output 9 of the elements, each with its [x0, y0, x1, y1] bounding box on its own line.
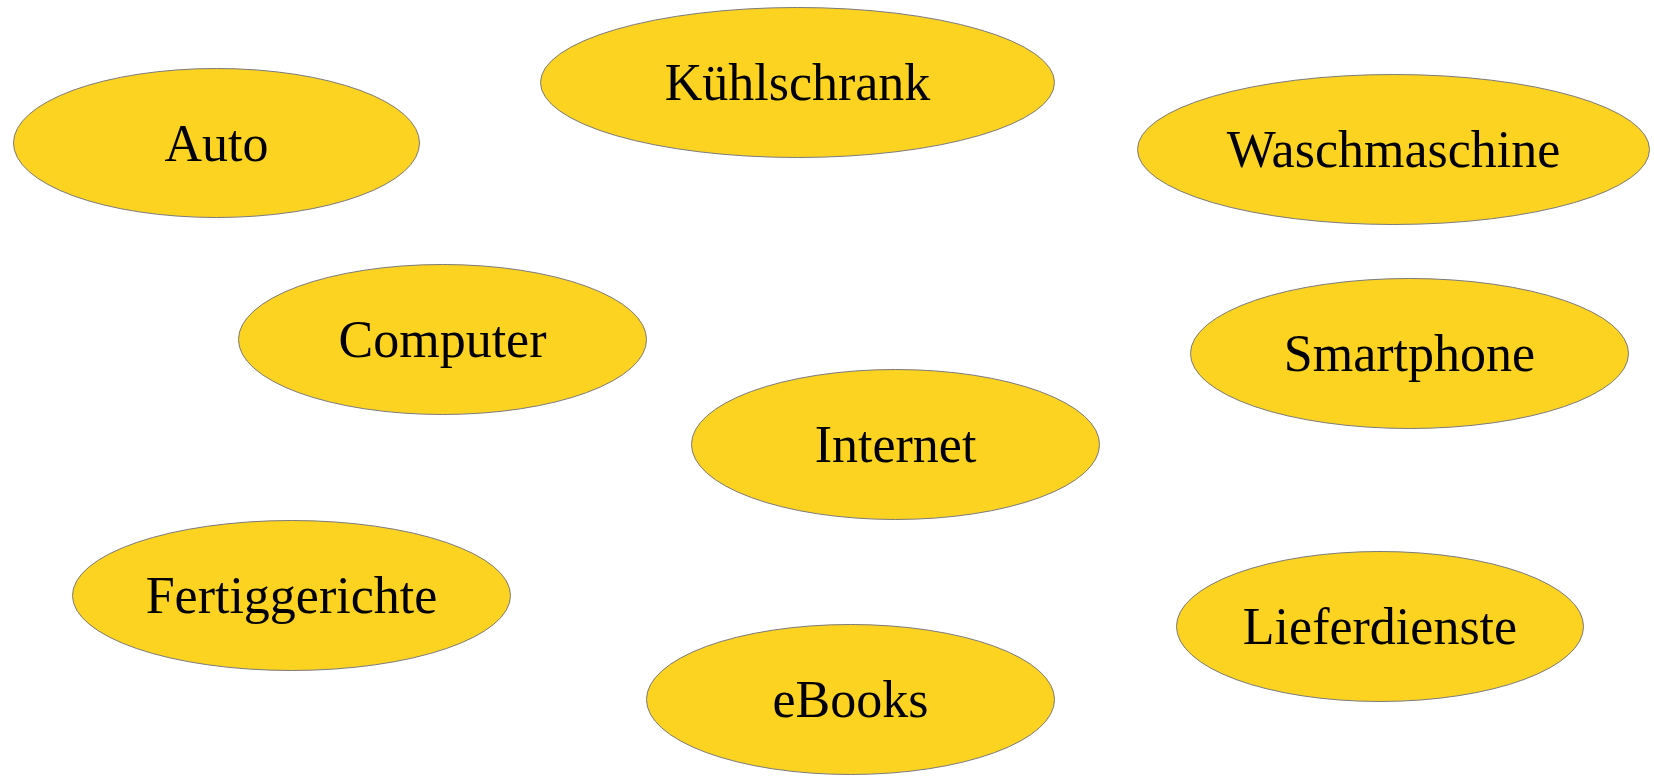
- node-label: Computer: [338, 310, 547, 369]
- node-label: eBooks: [772, 670, 929, 729]
- node-label: Smartphone: [1283, 324, 1536, 383]
- node-label: Auto: [164, 113, 269, 173]
- node-label: Kühlschrank: [664, 53, 931, 112]
- node-label: Waschmaschine: [1226, 120, 1561, 179]
- node-label: Lieferdienste: [1242, 597, 1518, 656]
- node-label: Fertiggerichte: [145, 566, 438, 625]
- node-label: Internet: [814, 415, 977, 474]
